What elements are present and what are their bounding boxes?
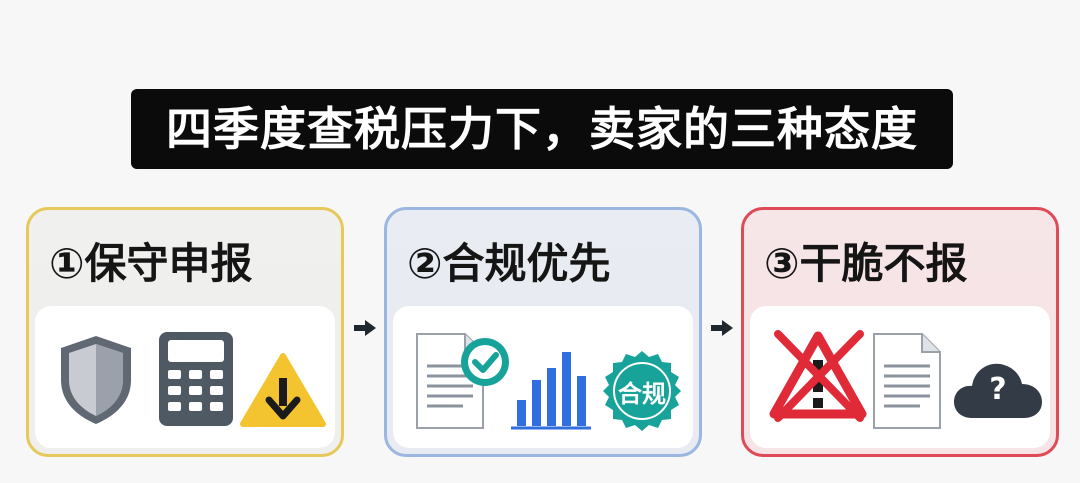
page-title: 四季度查税压力下，卖家的三种态度 (131, 89, 953, 169)
card-compliance-first: ②合规优先 合规 (384, 207, 702, 457)
bar-chart-icon (511, 352, 591, 430)
card-panel (35, 306, 335, 448)
card-heading: ①保守申报 (49, 239, 253, 288)
card-panel: 合规 (393, 306, 693, 448)
warning-down-arrow-icon (240, 353, 326, 427)
shield-icon (61, 336, 131, 424)
document-icon (873, 333, 941, 429)
card-heading: ③干脆不报 (764, 239, 968, 288)
seal-label: 合规 (618, 380, 666, 408)
arrow-right-icon (711, 320, 733, 336)
cloud-question-mark: ? (989, 372, 1007, 407)
crossed-warning-icon (769, 330, 867, 422)
cloud-question-icon: ? (952, 358, 1044, 420)
arrow-right-icon (354, 320, 376, 336)
document-check-icon (416, 333, 509, 429)
card-not-filing: ③干脆不报 ? (741, 207, 1059, 457)
card-heading: ②合规优先 (407, 239, 611, 288)
card-panel: ? (750, 306, 1050, 448)
card-conservative-filing: ①保守申报 (26, 207, 344, 457)
compliance-seal-icon: 合规 (601, 350, 683, 432)
calculator-icon (159, 332, 233, 426)
